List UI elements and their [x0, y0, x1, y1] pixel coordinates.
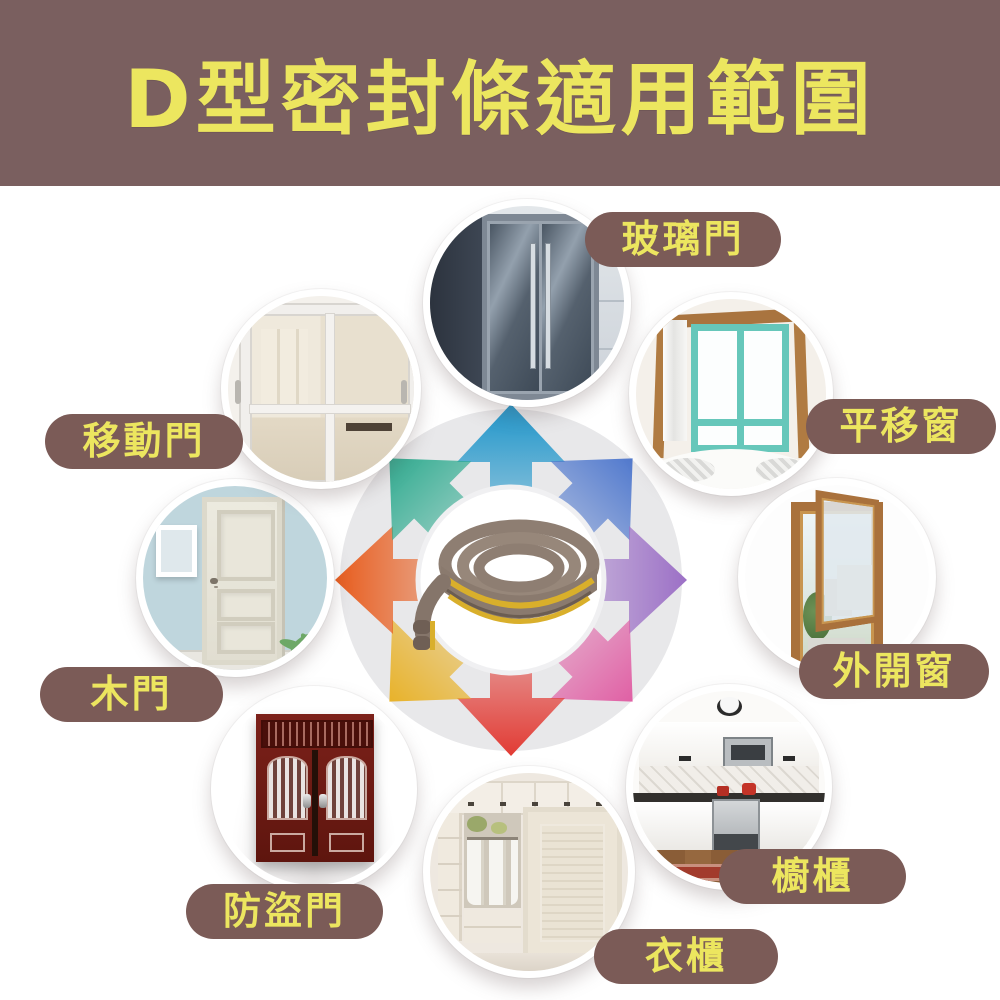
- wooden-door-scene: [143, 486, 327, 670]
- door-panel-bottom: [216, 622, 275, 655]
- label-wooden-door: 木門: [40, 667, 223, 722]
- tile-backsplash: [638, 765, 820, 795]
- countertop: [633, 792, 825, 803]
- label-wardrobe: 衣櫃: [594, 929, 778, 984]
- label-cabinet: 櫥櫃: [719, 849, 906, 904]
- sliding-window-scene: [636, 299, 826, 489]
- photo-sliding-door: [221, 289, 421, 489]
- header-banner: D型密封條適用範圍: [0, 0, 1000, 186]
- door-leaf-left: [261, 750, 310, 856]
- open-window-sash: [815, 489, 879, 633]
- glass-door-frame: [482, 213, 599, 400]
- label-sliding-window: 平移窗: [806, 399, 996, 454]
- sliding-door-handle-left: [235, 379, 242, 404]
- red-kettle: [742, 783, 756, 795]
- door-panel-middle: [216, 589, 275, 621]
- door-handle: [209, 577, 219, 585]
- arrow-down-icon: [457, 610, 565, 756]
- photo-wooden-door: [136, 479, 334, 677]
- arrow-up-icon: [457, 404, 565, 550]
- photo-wardrobe: [423, 766, 635, 978]
- photo-glass-door: [423, 199, 631, 407]
- arrow-left-icon: [335, 526, 481, 634]
- sliding-door-handle-right: [400, 379, 407, 404]
- window-seat-pillows: [636, 449, 826, 489]
- glass-door-right-pane: [539, 221, 595, 395]
- photo-outward-window: [738, 478, 936, 676]
- label-sliding-door: 移動門: [45, 414, 243, 469]
- outward-window-scene: [745, 485, 929, 669]
- door-center-stile-handles: [302, 749, 327, 856]
- glass-door-scene: [430, 206, 624, 400]
- photo-security-door: [211, 686, 417, 892]
- door-leaf-right: [320, 750, 369, 856]
- page-title: D型密封條適用範圍: [124, 53, 876, 146]
- sliding-door-scene: [228, 296, 414, 482]
- ceiling-light: [717, 696, 743, 716]
- wardrobe-scene: [430, 773, 628, 971]
- sliding-door-frame: [241, 305, 414, 482]
- door-vertical-mullion: [325, 314, 334, 482]
- door-panel-top: [216, 509, 275, 582]
- white-door: [201, 497, 282, 666]
- door-horizontal-mullion: [250, 404, 410, 413]
- floor: [430, 953, 628, 971]
- microwave: [723, 737, 774, 768]
- arrow-right-icon: [541, 526, 687, 634]
- hub-arrows-graphic: [335, 404, 687, 756]
- wardrobe-open-section: [463, 812, 522, 908]
- security-door-scene: [218, 693, 410, 885]
- wardrobe-drawers: [463, 909, 522, 944]
- label-outward-window: 外開窗: [799, 644, 989, 699]
- security-door-unit: [256, 714, 374, 862]
- photo-sliding-window: [629, 292, 833, 496]
- label-security-door: 防盜門: [186, 884, 383, 939]
- door-top-grille: [261, 720, 373, 748]
- stove-range: [711, 798, 760, 855]
- wardrobe-side-shelves: [437, 812, 462, 942]
- label-glass-door: 玻璃門: [585, 212, 781, 267]
- glass-door-left-pane: [487, 221, 542, 395]
- wall-picture-frame: [155, 524, 198, 577]
- dark-wall-panel: [430, 206, 483, 400]
- seal-strip-coil-image: [413, 519, 600, 650]
- curtain: [662, 319, 688, 442]
- teal-window-frame: [691, 323, 789, 452]
